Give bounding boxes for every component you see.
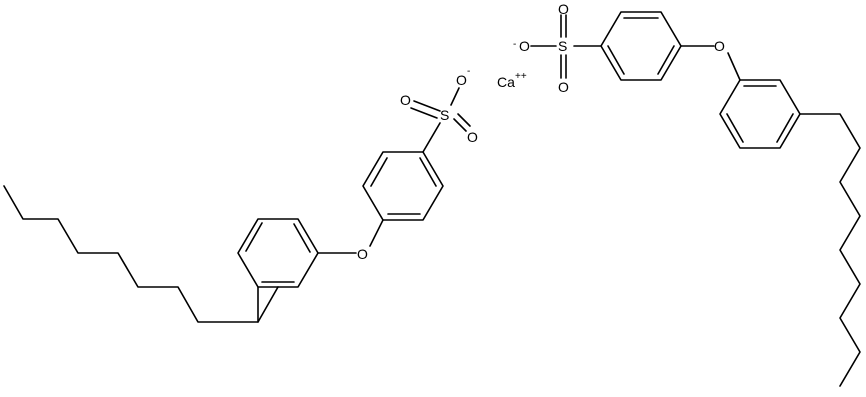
calcium-ion: Ca ++ <box>497 71 527 90</box>
right-anion-charge-label: - <box>513 39 516 50</box>
left-phenyl-ring <box>237 218 319 288</box>
right-oxygen-anion-label: O <box>519 38 530 54</box>
right-phenyl-ring <box>719 79 801 149</box>
right-nonyl-chain <box>799 113 861 387</box>
calcium-label: Ca <box>497 74 515 90</box>
right-anion: O - S O O O <box>513 1 861 387</box>
left-so-single-bond <box>450 87 460 106</box>
left-ether-oxygen-label: O <box>357 246 368 262</box>
right-sulfur-label: S <box>558 38 567 54</box>
left-ether-bond-2 <box>369 219 384 247</box>
left-anion: O S O O O - <box>3 66 478 323</box>
left-oxygen-double-2-label: O <box>467 129 478 145</box>
right-ether-bond-2 <box>727 52 741 81</box>
left-nonyl-chain <box>3 185 279 323</box>
right-ether-oxygen-label: O <box>714 38 725 54</box>
left-anion-charge-label: - <box>467 66 470 77</box>
left-sulfur-label: S <box>440 107 449 123</box>
right-oxygen-double-2-label: O <box>558 79 569 95</box>
left-so-double-a2 <box>410 107 438 119</box>
left-so-double-b2 <box>457 113 471 127</box>
right-benzene-ring <box>600 11 682 81</box>
left-ring-sulfur-bond <box>422 122 441 153</box>
left-benzene-ring <box>362 151 444 221</box>
left-oxygen-double-1-label: O <box>400 92 411 108</box>
left-so-double-b1 <box>453 118 467 132</box>
calcium-charge-label: ++ <box>515 71 527 82</box>
left-oxygen-anion-label: O <box>456 72 467 88</box>
left-so-double-a1 <box>413 100 441 112</box>
right-oxygen-double-1-label: O <box>558 1 569 17</box>
